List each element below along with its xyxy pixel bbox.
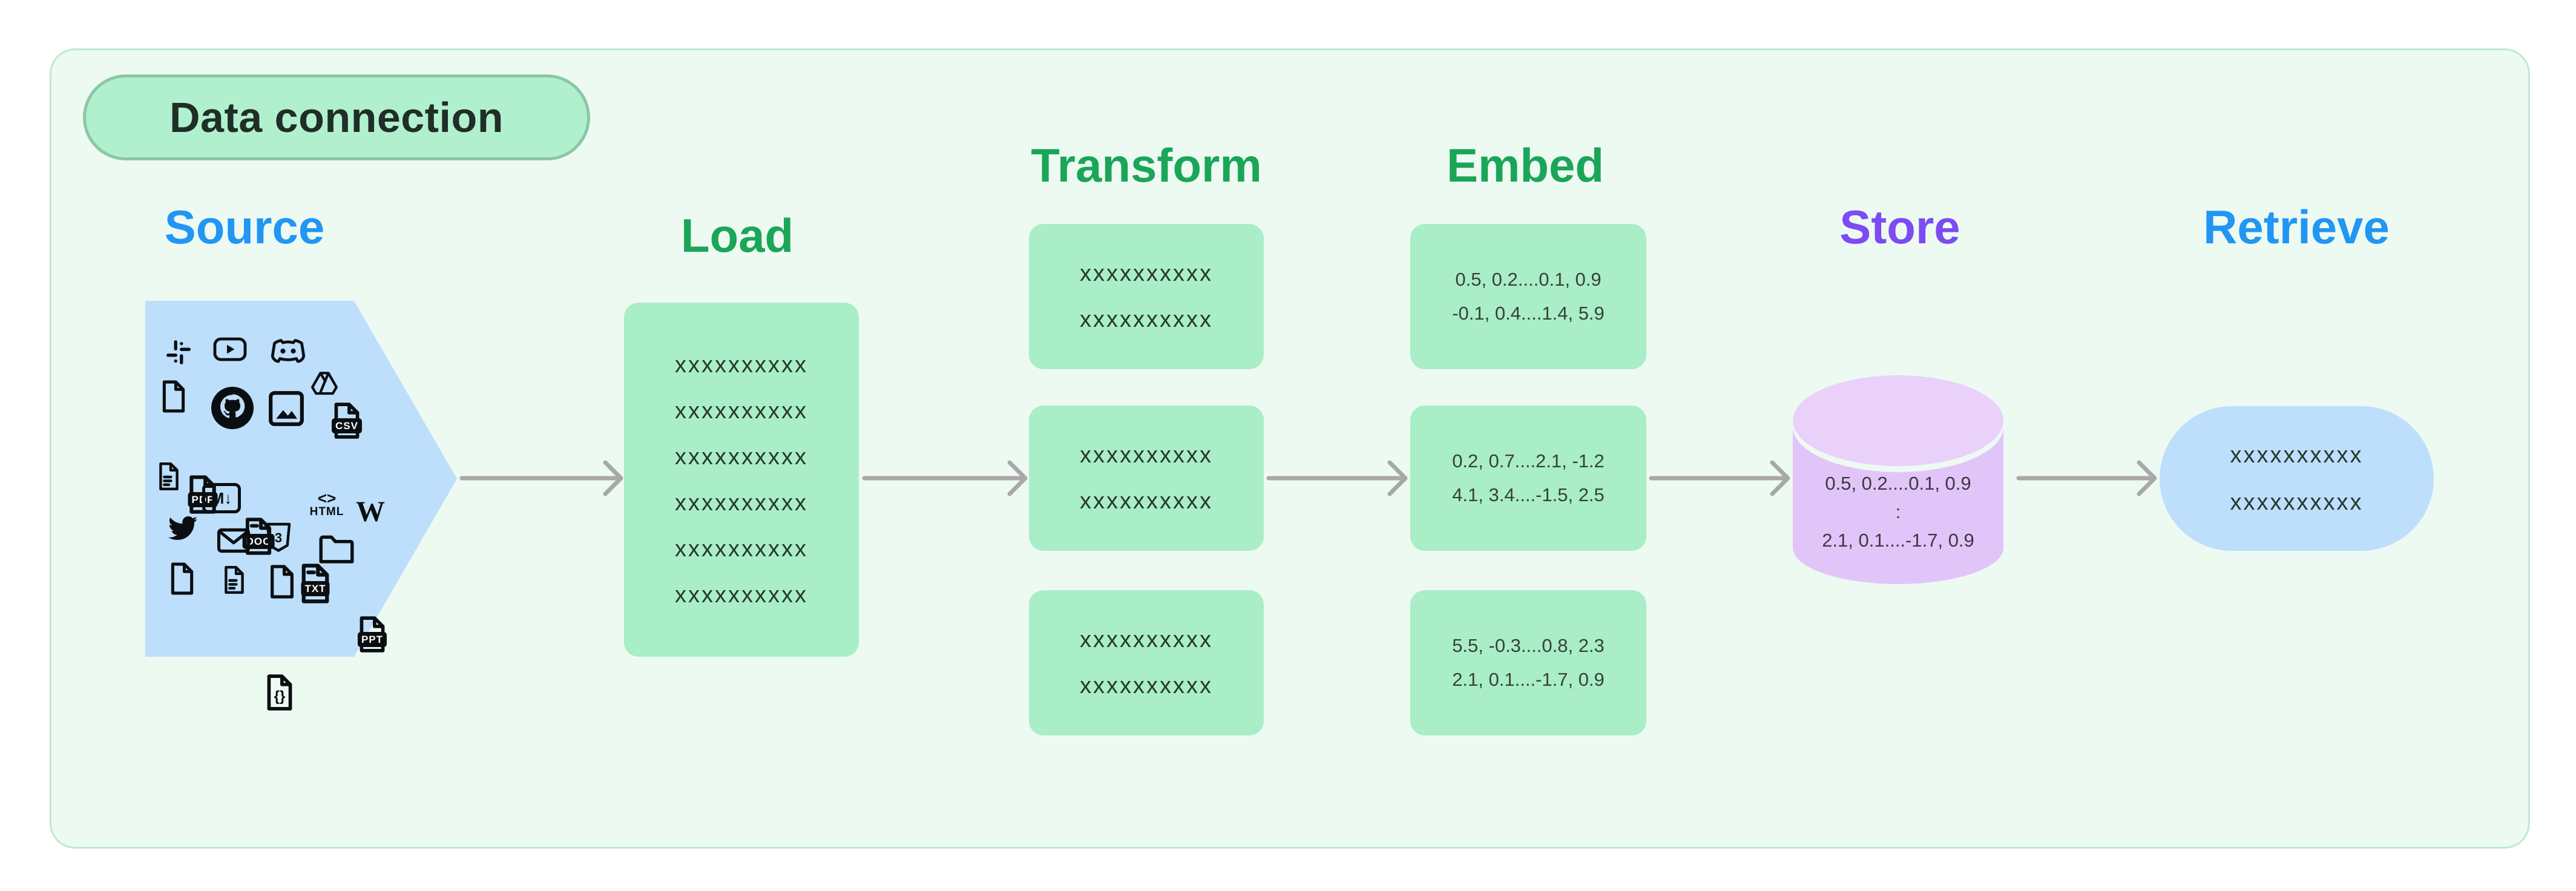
csv-label: CSV: [332, 418, 362, 434]
code-file-icon: {}: [264, 674, 295, 711]
code-braces-label: {}: [274, 688, 286, 705]
load-line: xxxxxxxxxx: [675, 490, 808, 516]
transform-header: Transform: [1031, 139, 1262, 192]
transform-box-2: xxxxxxxxxx xxxxxxxxxx: [1029, 406, 1264, 551]
github-icon: [208, 384, 257, 432]
store-vector-line: 2.1, 0.1....-1.7, 0.9: [1822, 529, 1974, 551]
load-header: Load: [680, 209, 794, 262]
retrieve-line: xxxxxxxxxx: [2230, 442, 2364, 468]
csv-file-icon: CSV: [330, 402, 363, 439]
txt-file-icon: TXT: [296, 563, 335, 604]
youtube-icon: [213, 336, 247, 363]
transform-line: xxxxxxxxxx: [1080, 442, 1213, 468]
cylinder-top: [1793, 375, 2003, 466]
load-box: xxxxxxxxxx xxxxxxxxxx xxxxxxxxxx xxxxxxx…: [624, 303, 859, 657]
diagram-panel: [50, 48, 2530, 849]
store-vector-line: 0.5, 0.2....0.1, 0.9: [1825, 472, 1971, 494]
markdown-label: M↓: [211, 489, 232, 507]
load-line: xxxxxxxxxx: [675, 444, 808, 470]
wikipedia-w: W: [356, 496, 385, 528]
file-icon: [268, 564, 297, 599]
embed-vector-line: 5.5, -0.3....0.8, 2.3: [1452, 635, 1605, 656]
html-word: HTML: [309, 505, 344, 518]
embed-vector-line: 0.5, 0.2....0.1, 0.9: [1455, 269, 1602, 290]
embed-vector-line: -0.1, 0.4....1.4, 5.9: [1452, 303, 1605, 324]
load-line: xxxxxxxxxx: [675, 398, 808, 424]
transform-line: xxxxxxxxxx: [1080, 488, 1213, 514]
store-database-cylinder: 0.5, 0.2....0.1, 0.9 : 2.1, 0.1....-1.7,…: [1793, 375, 2003, 584]
embed-vector-line: 2.1, 0.1....-1.7, 0.9: [1452, 669, 1605, 690]
load-line: xxxxxxxxxx: [675, 536, 808, 562]
wikipedia-icon: W: [356, 496, 385, 528]
load-line: xxxxxxxxxx: [675, 582, 808, 608]
image-icon: [268, 390, 305, 427]
load-line: xxxxxxxxxx: [675, 352, 808, 378]
embed-vector-line: 0.2, 0.7....2.1, -1.2: [1452, 450, 1605, 472]
transform-box-1: xxxxxxxxxx xxxxxxxxxx: [1029, 224, 1264, 369]
transform-box-3: xxxxxxxxxx xxxxxxxxxx: [1029, 590, 1264, 735]
retrieve-box: xxxxxxxxxx xxxxxxxxxx: [2160, 406, 2434, 551]
txt-label: TXT: [301, 580, 330, 596]
file-icon: [160, 380, 188, 413]
retrieve-line: xxxxxxxxxx: [2230, 489, 2364, 515]
markdown-icon: M↓: [202, 483, 241, 513]
transform-line: xxxxxxxxxx: [1080, 627, 1213, 653]
note-file-icon: [157, 461, 181, 492]
html-tag-glyph: <>: [317, 488, 337, 507]
css3-icon: 3: [265, 522, 292, 553]
slack-icon: [165, 338, 192, 366]
ppt-label: PPT: [357, 632, 387, 648]
html-icon: <> HTML: [307, 486, 346, 521]
transform-line: xxxxxxxxxx: [1080, 261, 1213, 286]
embed-box-1: 0.5, 0.2....0.1, 0.9 -0.1, 0.4....1.4, 5…: [1410, 224, 1646, 369]
store-header: Store: [1839, 200, 1960, 254]
discord-icon: [270, 337, 306, 366]
retrieve-header: Retrieve: [2203, 200, 2390, 254]
file-icon: [168, 562, 196, 596]
google-drive-icon: [310, 370, 338, 396]
css3-number: 3: [274, 530, 283, 546]
badge-label: Data connection: [169, 94, 504, 141]
mail-icon: [217, 527, 251, 554]
embed-header: Embed: [1446, 139, 1605, 192]
twitter-icon: [165, 514, 200, 543]
folder-icon: [317, 533, 356, 565]
transform-line: xxxxxxxxxx: [1080, 673, 1213, 699]
note-file-icon: [222, 565, 246, 595]
source-header: Source: [164, 200, 325, 254]
embed-vector-line: 4.1, 3.4....-1.5, 2.5: [1452, 484, 1605, 505]
store-ellipsis: :: [1895, 501, 1901, 522]
embed-box-3: 5.5, -0.3....0.8, 2.3 2.1, 0.1....-1.7, …: [1410, 590, 1646, 735]
transform-line: xxxxxxxxxx: [1080, 307, 1213, 332]
ppt-file-icon: PPT: [353, 616, 392, 653]
data-connection-badge: Data connection: [83, 74, 590, 160]
embed-box-2: 0.2, 0.7....2.1, -1.2 4.1, 3.4....-1.5, …: [1410, 406, 1646, 551]
